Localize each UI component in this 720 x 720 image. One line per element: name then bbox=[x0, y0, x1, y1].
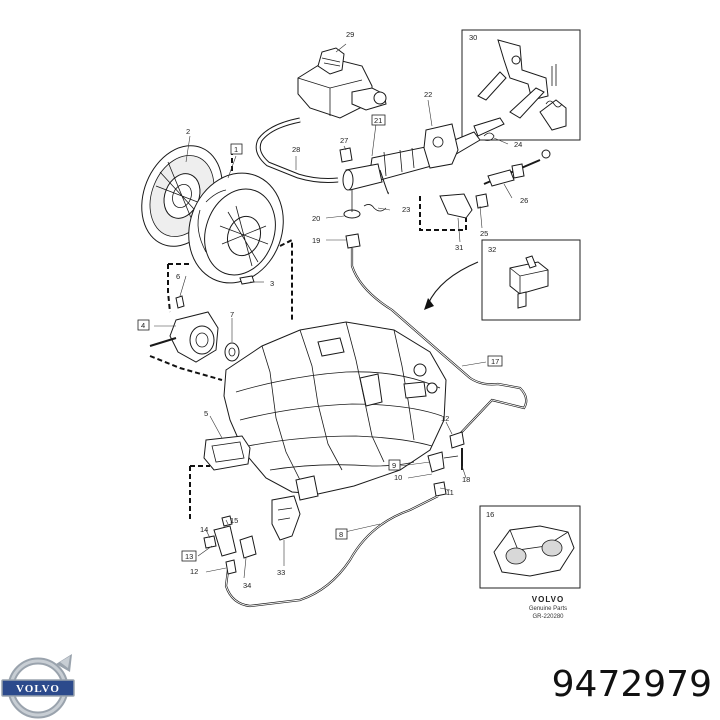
part-number: 9472979 bbox=[552, 664, 712, 705]
callout-31: 31 bbox=[455, 243, 463, 252]
volvo-logo-icon: VOLVO bbox=[1, 654, 75, 719]
callout-27: 27 bbox=[340, 136, 348, 145]
callout-9: 9 bbox=[392, 461, 396, 470]
leader-lines bbox=[154, 43, 513, 579]
callout-4: 4 bbox=[141, 321, 145, 330]
callout-12-lower: 12 bbox=[190, 567, 198, 576]
bracket-bearing-group bbox=[167, 263, 190, 313]
genuine-parts-text: Genuine Parts bbox=[529, 606, 567, 612]
callout-29: 29 bbox=[346, 30, 354, 39]
release-bearing bbox=[149, 275, 255, 363]
callout-32: 32 bbox=[488, 245, 496, 254]
callout-8: 8 bbox=[339, 530, 343, 539]
callout-12-upper: 12 bbox=[441, 414, 449, 423]
callout-26: 26 bbox=[520, 196, 528, 205]
genuine-parts-block: VOLVO Genuine Parts GR-220280 bbox=[529, 595, 567, 620]
callout-19: 19 bbox=[312, 236, 320, 245]
callout-33: 33 bbox=[277, 568, 285, 577]
callout-17: 17 bbox=[491, 357, 499, 366]
logo-wordmark: VOLVO bbox=[16, 683, 60, 695]
gearbox-cover bbox=[203, 435, 251, 471]
diagram-code: GR-220280 bbox=[532, 614, 564, 620]
detail-box-16 bbox=[479, 505, 581, 589]
callout-3: 3 bbox=[270, 279, 274, 288]
callout-24: 24 bbox=[514, 140, 522, 149]
bracket-bearing-lower bbox=[149, 355, 223, 381]
callout-28: 28 bbox=[292, 145, 300, 154]
callout-18: 18 bbox=[462, 475, 470, 484]
callout-14: 14 bbox=[200, 525, 208, 534]
callout-5: 5 bbox=[204, 409, 208, 418]
callout-11: 11 bbox=[446, 488, 454, 497]
bracket-cover bbox=[189, 465, 210, 520]
callout-1: 1 bbox=[234, 145, 238, 154]
callout-10: 10 bbox=[394, 473, 402, 482]
lower-hydraulic-pipe bbox=[224, 495, 439, 608]
callout-2: 2 bbox=[186, 127, 190, 136]
callout-34: 34 bbox=[243, 581, 251, 590]
callout-13: 13 bbox=[185, 552, 193, 561]
small-fittings bbox=[339, 132, 495, 249]
callout-21: 21 bbox=[374, 116, 382, 125]
callout-15: 15 bbox=[230, 516, 238, 525]
callout-20: 20 bbox=[312, 214, 320, 223]
callout-30: 30 bbox=[469, 33, 477, 42]
slave-cylinder-fittings bbox=[427, 431, 465, 497]
brand-name: VOLVO bbox=[532, 595, 564, 604]
callout-7: 7 bbox=[230, 310, 234, 319]
clutch-master-cylinder bbox=[342, 117, 505, 195]
gearbox-housing bbox=[223, 321, 447, 501]
detail-box-32 bbox=[481, 239, 581, 321]
cable-bracket bbox=[419, 149, 551, 231]
callout-23: 23 bbox=[402, 205, 410, 214]
clutch-fluid-reservoir bbox=[297, 47, 387, 119]
callout-22: 22 bbox=[424, 90, 432, 99]
lower-fittings bbox=[203, 495, 301, 575]
pedal-assembly-box bbox=[461, 29, 581, 141]
pressure-plate bbox=[188, 172, 284, 284]
callout-16: 16 bbox=[486, 510, 494, 519]
callout-25: 25 bbox=[480, 229, 488, 238]
callout-6: 6 bbox=[176, 272, 180, 281]
